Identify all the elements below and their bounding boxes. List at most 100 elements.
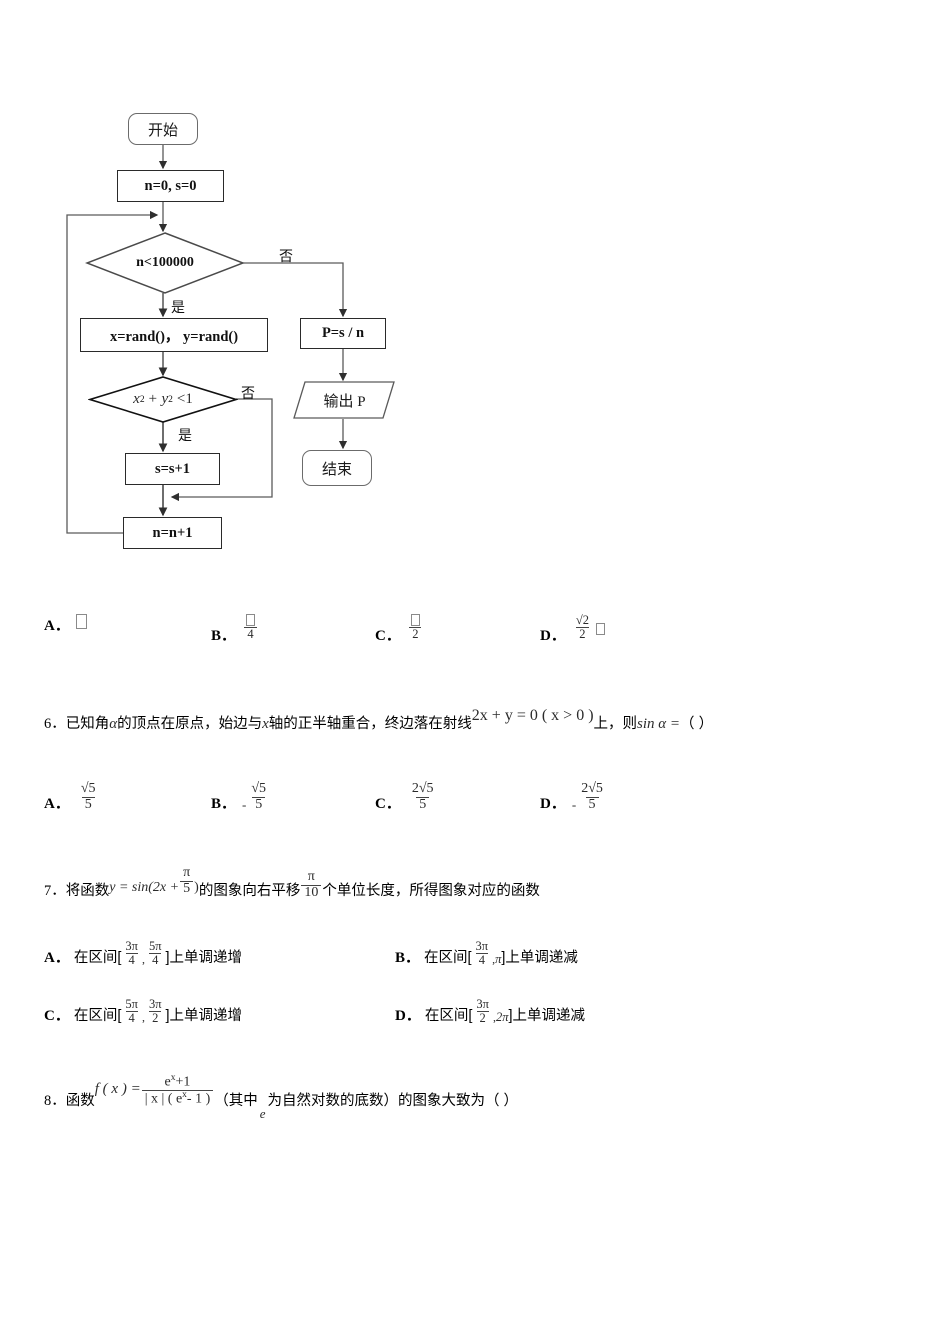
flow-node-end: 结束	[302, 450, 372, 486]
fraction: ex+1 | x | ( ex- 1 )	[141, 1073, 214, 1108]
fraction: √5 5	[78, 781, 99, 813]
flowchart-connectors	[66, 145, 348, 534]
question-6-number: 6．	[44, 716, 66, 732]
q7-option-a[interactable]: A． 在区间[ 3π 4 , 5π 4 ]上单调递增	[44, 939, 242, 967]
q7-option-b[interactable]: B． 在区间[ 3π 4 , π ]上单调递减	[395, 939, 578, 967]
q7-option-a-letter: A．	[44, 950, 70, 967]
missing-glyph-icon	[75, 614, 87, 629]
fraction-numerator: 5π	[148, 939, 162, 953]
question-8-formula: f ( x ) = ex+1 | x | ( ex- 1 )	[94, 1073, 215, 1112]
fraction-denominator: 5	[416, 796, 430, 813]
flow-node-inc-s-label: s=s+1	[154, 460, 191, 477]
question-6: 6．已知角α的顶点在原点，始边与x轴的正半轴重合，终边落在射线2x + y = …	[44, 707, 914, 733]
fraction: 5π 4	[122, 997, 141, 1025]
q7-option-c-letter: C．	[44, 1008, 70, 1025]
q5-option-d[interactable]: D． √2 2	[540, 613, 605, 645]
fraction-denominator: 2	[409, 627, 422, 641]
flow-node-inc-s: s=s+1	[125, 453, 220, 485]
fraction: 3π 4	[122, 939, 141, 967]
q7-option-d-suffix: ]上单调递减	[508, 1008, 585, 1025]
flow-cond-exp-y: 2	[168, 394, 173, 405]
q6-option-c[interactable]: C． 2√5 5	[375, 781, 438, 813]
flow-node-output-p-label: 输出 P	[323, 394, 366, 410]
flow-node-rand: x=rand()， y=rand()	[80, 318, 268, 352]
fraction-denominator: 2	[149, 1011, 162, 1025]
fraction-denominator: 5	[81, 796, 95, 813]
q6-option-d-letter: D．	[540, 796, 566, 813]
q6-option-a[interactable]: A． √5 5	[44, 781, 100, 813]
q7-option-d-prefix: 在区间[	[424, 1008, 473, 1025]
question-7-shift-fraction: π 10	[301, 869, 322, 900]
fraction-numerator: √2	[575, 613, 589, 627]
q5-option-c-letter: C．	[375, 628, 401, 645]
flow-node-init-label: n=0, s=0	[144, 177, 197, 194]
q7-option-a-prefix: 在区间[	[73, 950, 122, 967]
fraction-denominator: 4	[475, 953, 488, 967]
flow-branch-label-no-2: 否	[241, 383, 255, 403]
fraction-numerator: ex+1	[162, 1073, 194, 1090]
missing-glyph-icon	[595, 623, 605, 636]
flow-node-rand-label: x=rand()， y=rand()	[109, 328, 239, 345]
flow-node-compute-p: P=s / n	[300, 318, 386, 349]
fraction-numerator: 3π	[148, 997, 162, 1011]
q5-option-b[interactable]: B． 4	[211, 614, 259, 645]
q5-option-c-value: 2	[407, 614, 424, 645]
q6-option-b[interactable]: B． - √5 5	[211, 781, 270, 813]
q8-num-exp: x	[170, 1073, 176, 1083]
q7-option-b-prefix: 在区间[	[424, 950, 472, 967]
question-7-number: 7．	[44, 882, 66, 899]
question-6-alpha: α	[109, 716, 118, 732]
q7-option-d-letter: D．	[395, 1008, 421, 1025]
fraction: √2 2	[573, 613, 592, 641]
q6-option-c-value: 2√5 5	[407, 781, 438, 813]
flowchart: 开始 n=0, s=0 n<100000 x=rand()， y=rand() …	[0, 0, 470, 580]
question-6-paren: （ ）	[680, 716, 714, 732]
flow-node-compute-p-label: P=s / n	[321, 325, 365, 341]
question-6-x-var: x	[262, 716, 269, 732]
flow-node-output-shape	[293, 381, 395, 419]
flow-cond-suffix: <1	[176, 391, 193, 407]
flow-cond-x: x	[133, 391, 140, 407]
q7-option-c-sep: ,	[141, 1010, 145, 1025]
q6-option-b-sign: -	[242, 797, 247, 813]
flow-node-condition-loop: n<100000	[85, 232, 245, 294]
fraction: √5 5	[248, 781, 269, 812]
fraction-numerator: √5	[80, 781, 96, 796]
fraction-denominator: 2	[476, 1011, 489, 1025]
fraction-numerator: 5π	[125, 997, 138, 1011]
q7-option-b-second: π	[495, 952, 502, 967]
q7-option-b-sep: ,	[492, 952, 496, 967]
q7-option-b-letter: B．	[395, 950, 421, 967]
question-6-text-1: 已知角	[65, 716, 110, 732]
question-8-number: 8．	[44, 1093, 66, 1110]
flow-branch-label-yes-2: 是	[178, 425, 192, 445]
fraction-numerator: 3π	[475, 939, 489, 953]
q6-option-b-value: - √5 5	[242, 781, 270, 813]
fraction: 2√5 5	[578, 781, 606, 812]
flow-node-init: n=0, s=0	[117, 170, 224, 202]
question-6-formula: 2x + y = 0 ( x > 0 )	[471, 707, 594, 724]
question-8-text-1: 函数	[65, 1093, 95, 1110]
q5-option-a-value	[75, 614, 87, 635]
fraction: 2√5 5	[409, 781, 437, 813]
fraction: 3π 2	[473, 997, 492, 1025]
missing-glyph-icon	[410, 614, 420, 626]
question-7-text-1: 将函数	[65, 882, 110, 899]
question-8-text-3: 为自然对数的底数）的图象大致为（ ）	[267, 1093, 519, 1110]
q5-option-d-value: √2 2	[572, 613, 605, 645]
flow-node-condition-circle-shape	[88, 376, 238, 423]
q6-option-a-value: √5 5	[76, 781, 100, 813]
flow-cond-mid: + y	[147, 391, 169, 407]
fraction-numerator: √5	[251, 781, 267, 796]
q7-option-c-suffix: ]上单调递增	[165, 1008, 243, 1025]
fraction-numerator: 2√5	[411, 781, 434, 796]
question-8-fx: f ( x ) =	[94, 1080, 141, 1097]
q5-option-d-letter: D．	[540, 628, 566, 645]
flow-cond-exp-x: 2	[139, 394, 145, 405]
q6-option-d[interactable]: D． - 2√5 5	[540, 781, 607, 813]
q7-option-c[interactable]: C． 在区间[ 5π 4 , 3π 2 ]上单调递增	[44, 997, 243, 1025]
flow-node-start-label: 开始	[147, 122, 178, 139]
q7-option-d[interactable]: D． 在区间[ 3π 2 , 2π ]上单调递减	[395, 997, 585, 1025]
q5-option-c[interactable]: C． 2	[375, 614, 424, 645]
q5-option-a[interactable]: A．	[44, 614, 87, 635]
